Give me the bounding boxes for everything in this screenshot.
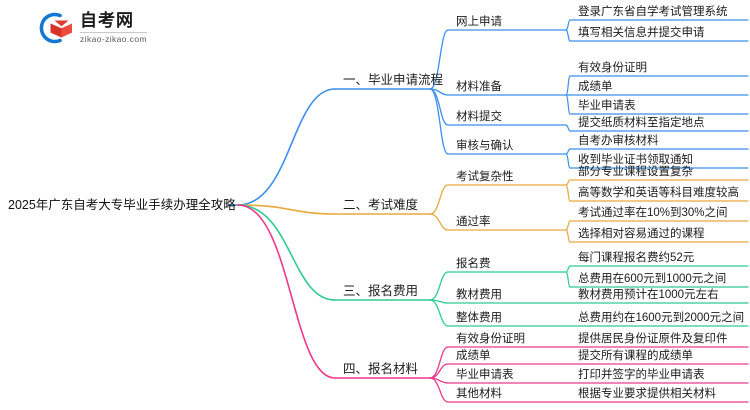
leaf-node-4-3-1[interactable]: 打印并签字的毕业申请表 [578,369,705,381]
sub-node-4-1[interactable]: 有效身份证明 [456,333,525,345]
sub-node-3-3[interactable]: 整体费用 [456,312,502,324]
sub-node-2-1[interactable]: 考试复杂性 [456,171,514,183]
sub-node-1-2[interactable]: 材料准备 [456,81,502,93]
branch-node-4[interactable]: 四、报名材料 [343,362,419,376]
sub-node-2-2[interactable]: 通过率 [456,216,491,228]
sub-node-4-2[interactable]: 成绩单 [456,350,491,362]
logo-arc-icon [39,12,62,44]
leaf-node-3-1-2[interactable]: 总费用在600元到1000元之间 [578,273,727,285]
mindmap-root-node[interactable]: 2025年广东自考大专毕业手续办理全攻略 [8,198,236,212]
branch-node-1[interactable]: 一、毕业申请流程 [343,73,444,87]
leaf-node-4-4-1[interactable]: 根据专业要求提供相关材料 [578,388,716,400]
leaf-node-1-4-1[interactable]: 自考办审核材料 [578,135,659,147]
logo-name-cn: 自考网 [80,11,134,31]
branch-node-3[interactable]: 三、报名费用 [343,284,419,298]
leaf-node-1-3-1[interactable]: 提交纸质材料至指定地点 [578,117,705,129]
branch-node-2[interactable]: 二、考试难度 [343,198,419,212]
leaf-node-1-2-2[interactable]: 成绩单 [578,81,613,93]
sub-node-1-4[interactable]: 审核与确认 [456,140,514,152]
leaf-node-1-2-3[interactable]: 毕业申请表 [578,100,636,112]
leaf-node-3-3-1[interactable]: 总费用约在1600元到2000元之间 [578,312,745,324]
leaf-node-4-2-1[interactable]: 提交所有课程的成绩单 [578,350,693,362]
leaf-node-1-1-1[interactable]: 登录广东省自学考试管理系统 [578,6,728,18]
graduation-cap-icon [50,20,72,38]
leaf-node-1-4-2[interactable]: 收到毕业证书领取通知 [578,154,693,166]
sub-node-1-3[interactable]: 材料提交 [456,111,502,123]
site-logo[interactable]: 自考网 zikao-zikao.com [30,10,147,46]
sub-node-4-3[interactable]: 毕业申请表 [456,369,514,381]
leaf-node-1-2-1[interactable]: 有效身份证明 [578,62,647,74]
leaf-node-4-1-1[interactable]: 提供居民身份证原件及复印件 [578,333,728,345]
leaf-node-2-1-2[interactable]: 高等数学和英语等科目难度较高 [578,187,739,199]
sub-node-3-2[interactable]: 教材费用 [456,289,502,301]
leaf-node-2-2-1[interactable]: 考试通过率在10%到30%之间 [578,207,728,219]
sub-node-3-1[interactable]: 报名费 [456,258,491,270]
logo-mark [30,10,74,46]
sub-node-1-1[interactable]: 网上申请 [456,16,502,28]
logo-name-en: zikao-zikao.com [80,34,147,45]
leaf-node-3-2-1[interactable]: 教材费用预计在1000元左右 [578,289,719,301]
leaf-node-3-1-1[interactable]: 每门课程报名费约52元 [578,252,695,264]
leaf-node-2-1-1[interactable]: 部分专业课程设置复杂 [578,166,693,178]
sub-node-4-4[interactable]: 其他材料 [456,388,502,400]
logo-text: 自考网 zikao-zikao.com [80,12,147,44]
leaf-node-2-2-2[interactable]: 选择相对容易通过的课程 [578,228,705,240]
leaf-node-1-1-2[interactable]: 填写相关信息并提交申请 [578,27,705,39]
logo-divider [80,32,147,34]
